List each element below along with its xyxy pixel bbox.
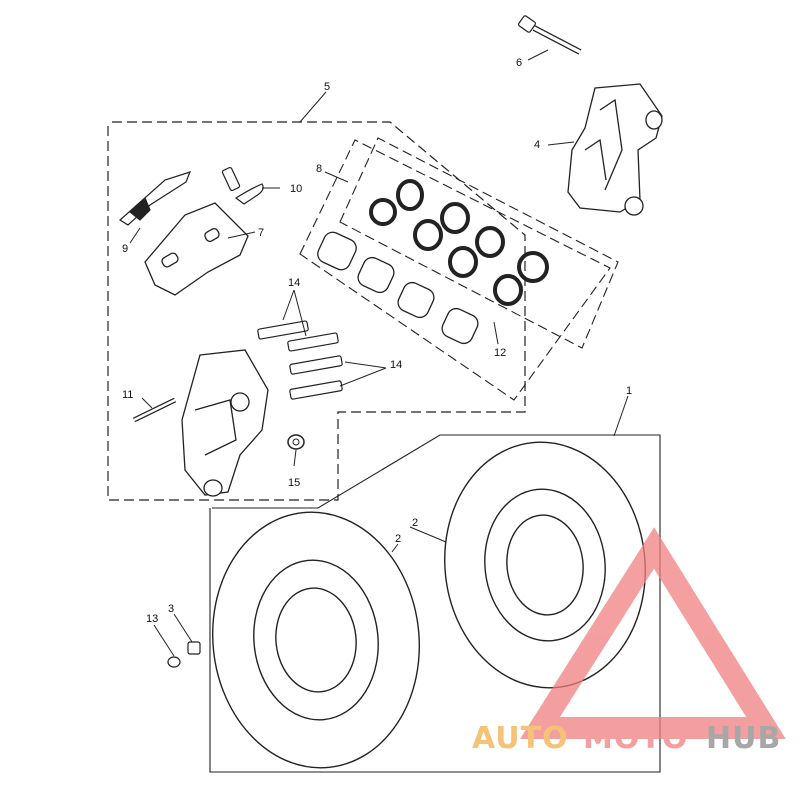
caliper-bolts xyxy=(257,320,343,400)
caliper-pistons xyxy=(317,231,479,345)
automotohub-watermark: AUTO MOTO HUB xyxy=(472,527,786,756)
svg-text:HUB: HUB xyxy=(706,721,781,756)
callout-4: 4 xyxy=(534,139,540,151)
callout-9: 9 xyxy=(122,243,128,255)
brake-disc-right xyxy=(444,441,646,689)
callout-14b: 14 xyxy=(390,359,402,371)
callout-10: 10 xyxy=(290,183,302,195)
callout-5: 5 xyxy=(324,81,330,93)
callout-3: 3 xyxy=(168,603,174,615)
callout-11: 11 xyxy=(122,389,133,401)
callout-15: 15 xyxy=(288,477,300,489)
disc-kit-frame xyxy=(209,434,661,773)
caliper-right xyxy=(567,83,663,216)
brake-disc-left xyxy=(211,511,421,769)
seal-kit-frame xyxy=(339,137,619,349)
callout-7: 7 xyxy=(258,227,264,239)
leader-lines xyxy=(129,49,629,657)
brake-pad xyxy=(144,202,249,296)
brake-pad-shim xyxy=(119,171,192,226)
caliper-bolt-top xyxy=(518,15,582,55)
callout-13: 13 xyxy=(146,613,158,625)
callout-2a: 2 xyxy=(412,517,418,529)
disc-bolt xyxy=(167,641,201,668)
caliper-seals xyxy=(369,179,549,306)
callout-12: 12 xyxy=(494,347,506,359)
callout-14a: 14 xyxy=(288,277,300,289)
svg-text:AUTO: AUTO xyxy=(472,721,569,756)
callout-6: 6 xyxy=(516,57,522,69)
callout-8: 8 xyxy=(316,163,322,175)
callout-2b: 2 xyxy=(395,533,401,545)
caliper-left xyxy=(181,349,269,497)
piston-kit-frame xyxy=(299,139,611,401)
bleed-valve xyxy=(221,166,264,205)
caliper-kit-frame xyxy=(107,121,526,501)
callout-1: 1 xyxy=(626,385,632,397)
svg-text:MOTO: MOTO xyxy=(583,721,688,756)
